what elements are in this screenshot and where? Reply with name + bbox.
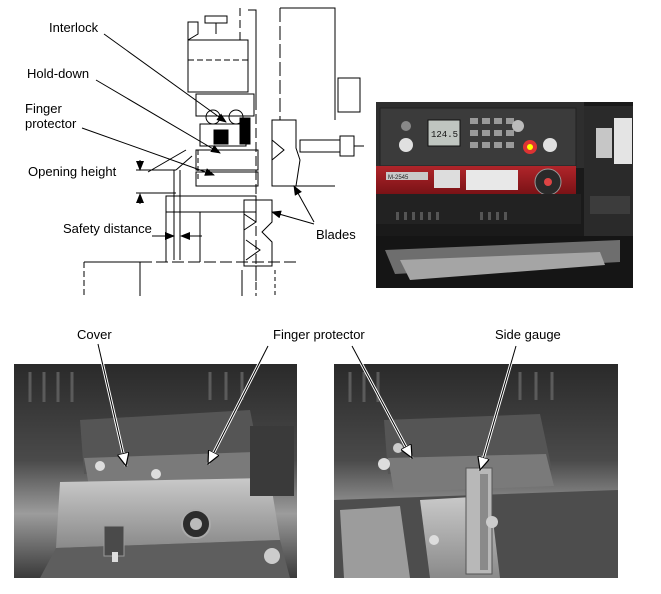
- opening-height-label: Opening height: [28, 164, 117, 179]
- side-gauge-label: Side gauge: [495, 327, 561, 342]
- cover-leader: [96, 343, 126, 466]
- finger-protector-label-bottom: Finger protector: [273, 327, 365, 342]
- opening-height-leader: [147, 149, 187, 173]
- side-gauge-leader: [480, 345, 518, 470]
- interlock-leader: [103, 33, 227, 123]
- cover-photo: [14, 364, 297, 578]
- finger-protector-leader-left: [206, 345, 270, 464]
- drawing-leaders: [81, 33, 315, 225]
- cover-label: Cover: [77, 327, 112, 342]
- blades-leader-upper: [293, 185, 315, 223]
- blades-leader-lower: [271, 210, 315, 225]
- photo-leaders: [96, 343, 518, 470]
- hold-down-leader: [95, 79, 221, 154]
- finger-protector-leader-right: [350, 345, 414, 458]
- control-panel-photo: 124.5 M-2545: [376, 102, 633, 288]
- model-plate: [386, 172, 428, 180]
- finger-protector-leader: [81, 127, 215, 176]
- blades-label: Blades: [316, 227, 356, 242]
- lcd-display: [427, 119, 461, 147]
- machine-drawing: [83, 7, 364, 296]
- safety-distance-label: Safety distance: [63, 221, 152, 236]
- finger-protector-label-top: Finger protector: [25, 101, 77, 131]
- interlock-label: Interlock: [49, 20, 99, 35]
- side-gauge-photo: [334, 364, 618, 578]
- lcd-value: 124.5: [431, 130, 458, 140]
- svg-text:M-2545: M-2545: [388, 175, 409, 181]
- hold-down-label: Hold-down: [27, 66, 90, 81]
